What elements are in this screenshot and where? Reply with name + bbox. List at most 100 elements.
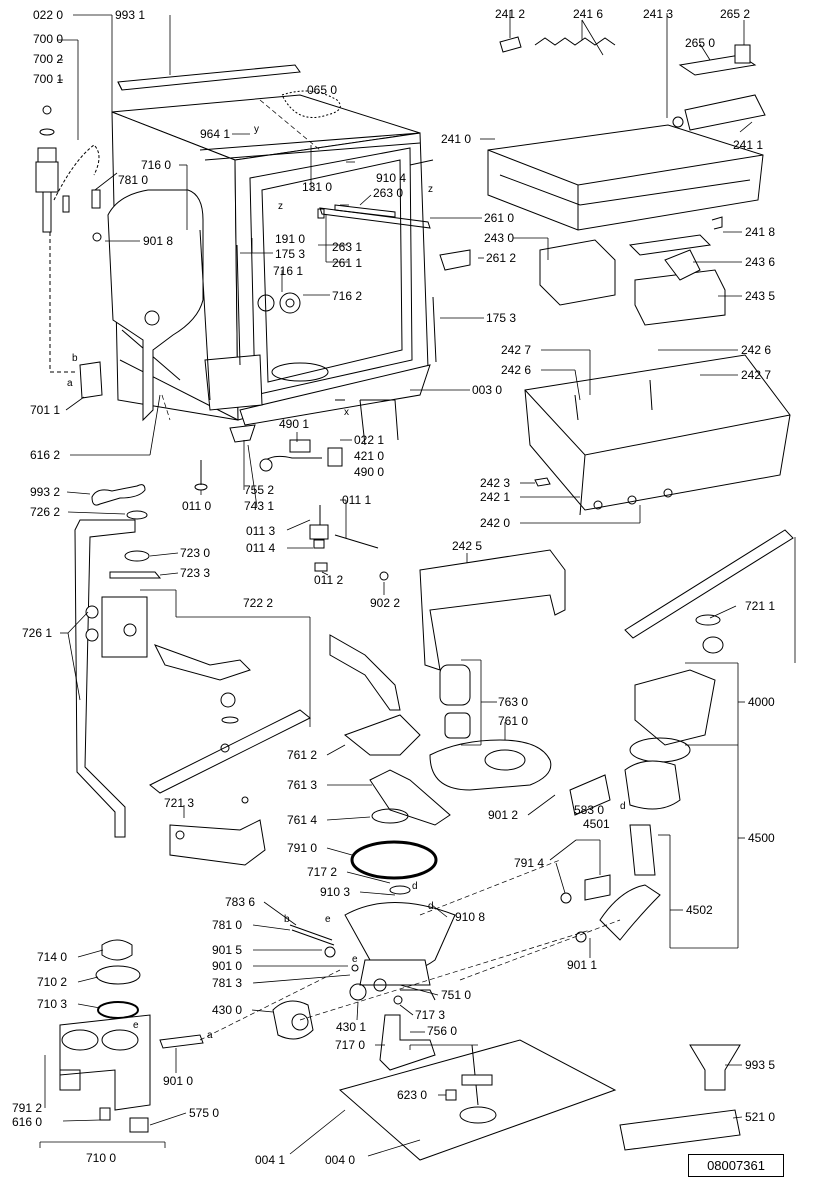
part-label-011-4: 011 4	[246, 541, 276, 555]
part-label-243-5: 243 5	[745, 289, 776, 303]
part-label-490-0: 490 0	[354, 465, 385, 479]
part-label-721-1: 721 1	[745, 599, 776, 613]
connector-letter-z: z	[428, 184, 433, 195]
valve-717	[379, 995, 436, 1071]
part-label-131-0: 131 0	[302, 180, 333, 194]
dashed-connectors	[161, 99, 621, 1041]
part-label-065-0: 065 0	[307, 83, 338, 97]
connector-letter-a: a	[207, 1030, 213, 1041]
part-label-761-0: 761 0	[498, 714, 529, 728]
sump-751	[344, 902, 456, 1001]
connector-letter-e: e	[325, 914, 331, 925]
part-label-763-0: 763 0	[498, 695, 529, 709]
part-label-175-3-right: 175 3	[486, 311, 517, 325]
part-label-265-2: 265 2	[720, 7, 751, 21]
side-rails	[236, 159, 437, 366]
filters-763	[429, 664, 552, 791]
connector-letter-e: e	[133, 1020, 139, 1031]
part-label-710-0: 710 0	[86, 1151, 117, 1165]
part-label-783-6: 783 6	[225, 895, 256, 909]
part-label-004-1: 004 1	[255, 1153, 286, 1167]
part-label-964-1: 964 1	[200, 127, 231, 141]
rail-parts-261	[317, 204, 471, 271]
part-label-241-8: 241 8	[745, 225, 776, 239]
part-label-716-1: 716 1	[273, 264, 304, 278]
part-label-242-7-right: 242 7	[741, 368, 772, 382]
part-label-261-1: 261 1	[332, 256, 363, 270]
part-label-243-0: 243 0	[484, 231, 515, 245]
part-label-242-6-right: 242 6	[741, 343, 772, 357]
part-label-910-4: 910 4	[376, 171, 407, 185]
part-label-241-3: 241 3	[643, 7, 674, 21]
part-label-901-5: 901 5	[212, 943, 243, 957]
part-label-242-1: 242 1	[480, 490, 511, 504]
diverter-722	[101, 596, 311, 794]
part-label-241-2: 241 2	[495, 7, 526, 21]
part-label-700-0: 700 0	[33, 32, 64, 46]
document-id-box: 08007361	[688, 1154, 784, 1177]
part-label-700-1: 700 1	[33, 72, 64, 86]
part-label-791-4: 791 4	[514, 856, 545, 870]
hoses-4500	[560, 774, 661, 943]
part-label-011-3: 011 3	[246, 524, 276, 538]
part-label-717-0: 717 0	[335, 1038, 366, 1052]
part-label-902-2: 902 2	[370, 596, 401, 610]
leader-lines	[39, 10, 796, 1157]
part-label-175-3-left: 175 3	[275, 247, 306, 261]
inlet-hose-700	[35, 105, 103, 399]
heater-781	[289, 924, 359, 972]
connector-letter-d: d	[412, 881, 418, 892]
part-label-726-1: 726 1	[22, 626, 53, 640]
connector-letter-z: z	[278, 201, 283, 212]
part-label-726-2: 726 2	[30, 505, 61, 519]
part-label-781-3: 781 3	[212, 976, 243, 990]
part-label-901-8: 901 8	[143, 234, 174, 248]
connector-letter-d: d	[428, 901, 434, 912]
funnel-993-5	[689, 1044, 741, 1091]
connector-letter-a: a	[67, 378, 73, 389]
part-label-710-3: 710 3	[37, 997, 68, 1011]
part-label-722-2: 722 2	[243, 596, 274, 610]
lower-basket-242	[524, 354, 791, 516]
part-label-761-4: 761 4	[287, 813, 318, 827]
part-label-4000: 4000	[748, 695, 775, 709]
part-label-4501: 4501	[583, 817, 610, 831]
part-label-901-1: 901 1	[567, 958, 598, 972]
part-label-791-0: 791 0	[287, 841, 318, 855]
connector-letter-x: x	[344, 407, 349, 418]
part-label-716-0: 716 0	[141, 158, 172, 172]
tray-rails-241	[499, 36, 616, 53]
upper-spray-arm-721-1	[624, 529, 794, 654]
door-seal	[107, 189, 211, 422]
spray-arm-716	[257, 292, 301, 314]
part-label-242-5: 242 5	[452, 539, 483, 553]
part-label-623-0: 623 0	[397, 1088, 428, 1102]
part-label-521-0: 521 0	[745, 1110, 776, 1124]
part-label-4500: 4500	[748, 831, 775, 845]
cup-shelf-265	[672, 44, 766, 131]
part-label-242-7-left: 242 7	[501, 343, 532, 357]
part-label-781-0-lower: 781 0	[212, 918, 243, 932]
part-label-761-3: 761 3	[287, 778, 318, 792]
base-plate-004	[338, 1039, 617, 1161]
part-label-261-0: 261 0	[484, 211, 515, 225]
part-label-022-0: 022 0	[33, 8, 64, 22]
part-label-241-0: 241 0	[441, 132, 472, 146]
connector-letter-b: b	[72, 353, 78, 364]
part-label-265-0: 265 0	[685, 36, 716, 50]
part-label-751-0: 751 0	[441, 988, 472, 1002]
part-label-701-1: 701 1	[30, 403, 61, 417]
part-label-011-0: 011 0	[182, 499, 212, 513]
part-label-721-3: 721 3	[164, 796, 195, 810]
connector-letter-e: e	[352, 954, 358, 965]
cutlery-baskets-243	[539, 216, 726, 326]
part-label-241-6: 241 6	[573, 7, 604, 21]
tool-993-2	[91, 484, 146, 506]
heater-seal-791	[350, 840, 438, 895]
part-label-261-2: 261 2	[486, 251, 517, 265]
connector-letter-b: b	[284, 914, 290, 925]
microfilter-761	[329, 634, 451, 826]
water-pipe-726	[74, 510, 162, 838]
